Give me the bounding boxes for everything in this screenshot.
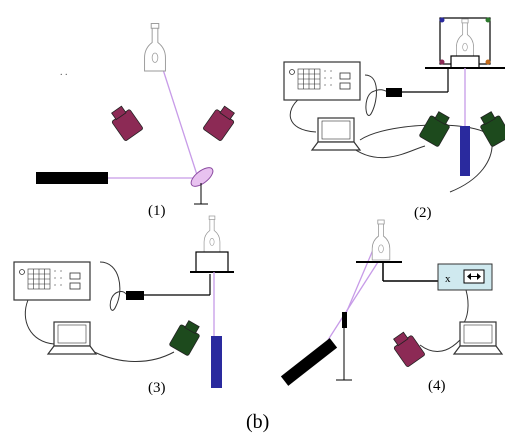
panel-1: . . (1): [36, 23, 239, 219]
panel-label-4: (4): [428, 378, 446, 394]
mirror-icon: [336, 312, 352, 381]
laptop-icon: [47, 321, 97, 355]
cable: [89, 349, 175, 362]
cable: [461, 289, 469, 327]
camera-icon: [168, 317, 204, 357]
panel-label-1: (1): [148, 203, 166, 219]
panel-label-2: (2): [414, 205, 432, 221]
cable: [99, 261, 129, 311]
panel-label-3: (3): [148, 380, 166, 396]
laptop-icon: [453, 321, 503, 355]
mirror-icon: [190, 167, 214, 205]
laser-icon: [36, 172, 108, 184]
cable: [419, 339, 461, 352]
panel-2: (2): [283, 17, 505, 221]
cable: [289, 97, 317, 133]
oscilloscope-icon: [283, 61, 361, 101]
camera-icon: [107, 102, 144, 142]
cable: [364, 74, 389, 116]
camera-icon: [389, 328, 426, 368]
controller-label: x: [445, 273, 451, 285]
stage-icon: [189, 251, 235, 273]
trigger-box: [386, 88, 402, 97]
bottle-icon: [203, 215, 221, 253]
trigger-box: [126, 291, 144, 300]
laser-icon: [211, 336, 222, 388]
cable: [24, 299, 55, 345]
figure-caption: (b): [246, 411, 269, 433]
controller-icon: [437, 263, 493, 291]
stray-marks: . .: [60, 67, 68, 78]
laser-icon: [280, 338, 338, 386]
laser-beam-reflected: [157, 53, 199, 179]
stage-icon: [425, 55, 505, 69]
laptop-icon: [311, 117, 361, 151]
cable: [349, 145, 426, 159]
bottle-icon: [144, 23, 166, 72]
laser-beam: [327, 261, 379, 341]
camera-icon: [202, 102, 239, 142]
oscilloscope-icon: [13, 261, 91, 301]
camera-icon: [418, 108, 454, 148]
panel-3: (3): [13, 215, 235, 396]
bottle-icon: [371, 219, 391, 261]
laser-icon: [460, 126, 470, 176]
camera-icon: [476, 108, 505, 148]
panel-4: x (4): [280, 219, 503, 394]
